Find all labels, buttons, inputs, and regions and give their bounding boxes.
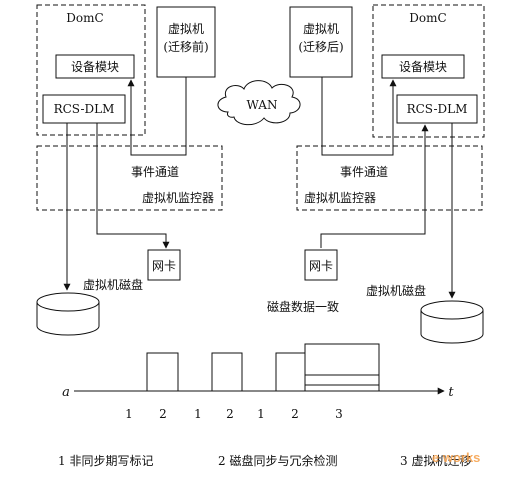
- tick-label: 1: [125, 407, 133, 421]
- left-rcs-dlm-box: [42, 94, 126, 124]
- timeline-end-label: t: [448, 385, 454, 400]
- timeline-start-label: a: [62, 385, 70, 400]
- tick-label: 2: [159, 407, 167, 421]
- timeline-pulse-1: [146, 352, 179, 392]
- right-vm-label-1: 虚拟机: [303, 22, 339, 36]
- right-domc-box: [372, 4, 485, 138]
- left-event-channel-arrow: [127, 77, 187, 156]
- right-rcs-dlm-box: [396, 94, 478, 124]
- left-disk-icon: [36, 292, 100, 336]
- right-host: [289, 4, 485, 344]
- left-nic-label: 网卡: [152, 259, 176, 273]
- left-domc-label: DomC: [66, 11, 103, 25]
- tick-label: 1: [194, 407, 202, 421]
- legend-item-1: 1 非同步期写标记: [58, 454, 153, 468]
- right-vm-box: [289, 6, 353, 78]
- left-event-channel-label: 事件通道: [131, 165, 179, 179]
- left-device-module-box: [55, 54, 135, 79]
- tick-label: 1: [257, 407, 265, 421]
- wan-label: WAN: [247, 98, 278, 112]
- left-disk-label: 虚拟机磁盘: [83, 277, 143, 292]
- tick-label: 2: [226, 407, 234, 421]
- wan-cloud-icon: [217, 80, 301, 126]
- right-rcs-dlm-label: RCS-DLM: [407, 102, 468, 116]
- left-domc-box: [36, 4, 146, 136]
- legend-item-3: 3 虚拟机迁移: [400, 454, 471, 468]
- right-device-module-label: 设备模块: [399, 60, 447, 74]
- legend-item-2: 2 磁盘同步与冗余检测: [218, 453, 337, 468]
- right-disk-label: 虚拟机磁盘: [366, 283, 426, 298]
- left-vm-label-1: 虚拟机: [168, 22, 204, 36]
- timeline-pulse-3: [275, 352, 306, 392]
- right-disk-icon: [420, 300, 484, 344]
- timeline-tick-labels: 1 2 1 2 1 2 3: [125, 407, 343, 421]
- left-nic-box: [147, 249, 181, 281]
- right-nic-label: 网卡: [309, 259, 333, 273]
- tick-label: 2: [291, 407, 299, 421]
- tick-label: 3: [335, 407, 343, 421]
- disk-consistent-label: 磁盘数据一致: [267, 299, 339, 314]
- left-vmm-label: 虚拟机监控器: [142, 191, 214, 205]
- right-event-channel-arrow: [321, 77, 397, 156]
- left-vm-label-2: (迁移前): [163, 39, 208, 54]
- timeline-migration-block: [304, 343, 380, 392]
- left-device-module-label: 设备模块: [71, 60, 119, 74]
- watermark-logo: e works: [432, 450, 480, 465]
- left-rcs-dlm-label: RCS-DLM: [54, 102, 115, 116]
- left-vmm-box: [36, 145, 223, 211]
- left-nic-arrow: [96, 123, 170, 249]
- right-vm-label-2: (迁移后): [298, 40, 343, 54]
- right-vmm-label: 虚拟机监控器: [304, 191, 376, 205]
- right-event-channel-label: 事件通道: [340, 165, 388, 179]
- right-device-module-box: [381, 54, 465, 79]
- left-host: [36, 4, 223, 336]
- right-vmm-box: [296, 145, 483, 211]
- right-domc-label: DomC: [409, 11, 446, 25]
- right-nic-box: [304, 249, 338, 281]
- right-nic-arrow: [320, 124, 429, 248]
- timeline-pulse-2: [211, 352, 243, 392]
